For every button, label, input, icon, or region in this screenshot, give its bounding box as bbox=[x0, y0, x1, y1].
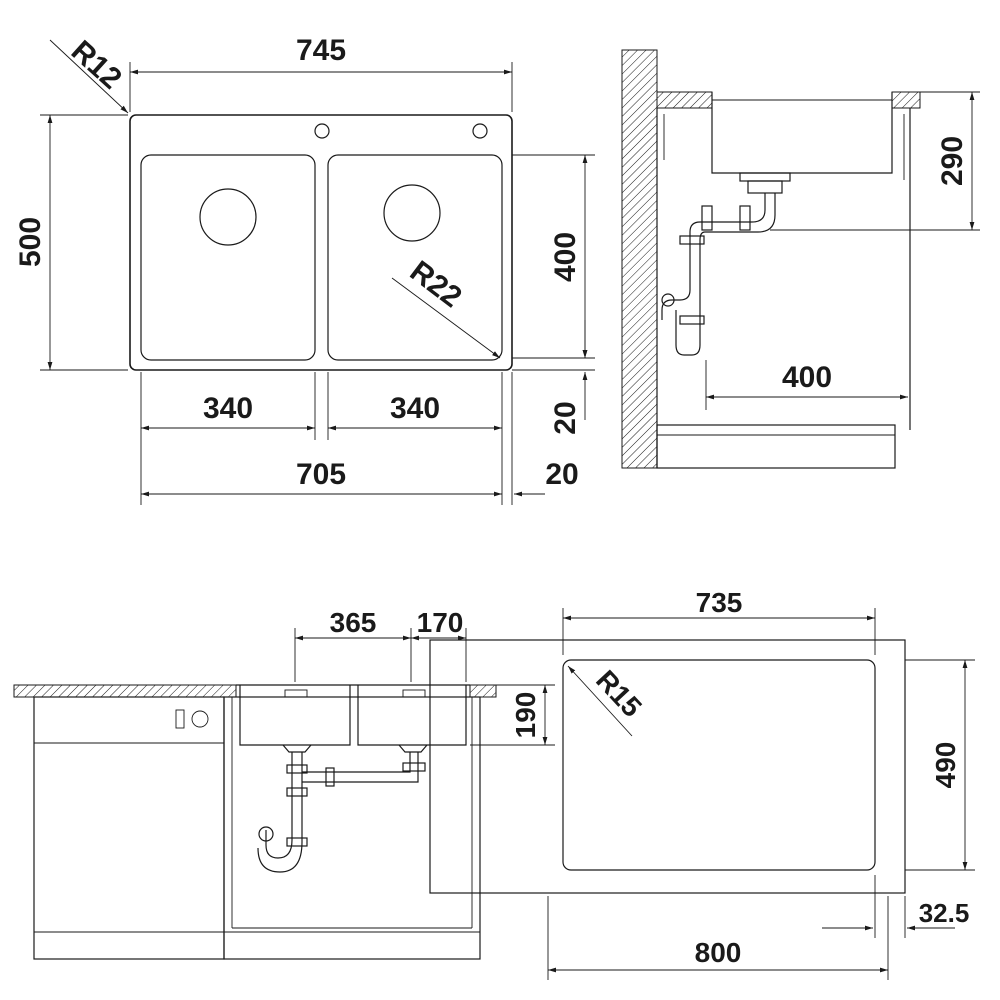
cutout-view: 735 R15 490 800 32.5 bbox=[429, 587, 975, 980]
dim-bowl-corner-radius: R22 bbox=[404, 255, 468, 314]
cabinet-plinth bbox=[656, 424, 896, 469]
wall-hatch bbox=[621, 49, 658, 469]
dim-overall-depth: 500 bbox=[14, 217, 47, 267]
tap-hole-right bbox=[472, 123, 488, 139]
dim-cabinet-width: 800 bbox=[695, 937, 742, 968]
cutout-outline bbox=[429, 639, 906, 894]
right-bowl bbox=[327, 154, 503, 361]
dim-corner-radius: R12 bbox=[65, 34, 128, 95]
dishwasher bbox=[33, 696, 225, 960]
left-bowl bbox=[140, 154, 316, 361]
front-countertop-right bbox=[469, 684, 497, 698]
front-left-bowl bbox=[239, 685, 351, 746]
dim-left-bowl-width: 340 bbox=[203, 392, 253, 425]
left-drain bbox=[199, 188, 257, 246]
side-bowl bbox=[711, 92, 893, 174]
side-view: 290 400 bbox=[621, 49, 980, 469]
dim-front-left-width: 365 bbox=[330, 607, 377, 638]
dim-bowls-total-width: 705 bbox=[296, 458, 346, 491]
dim-overall-width: 745 bbox=[296, 34, 346, 67]
dim-cutout-depth: 490 bbox=[930, 742, 961, 789]
cutout-bowl bbox=[562, 659, 876, 871]
dim-right-bowl-width: 340 bbox=[390, 392, 440, 425]
dim-side-margin: 20 bbox=[545, 458, 578, 491]
dim-front-bowl-height: 190 bbox=[510, 692, 541, 739]
front-drain-pipe bbox=[265, 752, 293, 859]
dim-front-right-width: 170 bbox=[417, 607, 464, 638]
side-drain-pipe bbox=[661, 193, 766, 320]
tap-hole-left bbox=[314, 123, 330, 139]
dim-side-bowl-height: 290 bbox=[936, 136, 969, 186]
dim-edge-offset: 32.5 bbox=[919, 898, 970, 928]
countertop-right bbox=[891, 91, 921, 109]
dim-front-margin: 20 bbox=[549, 401, 582, 434]
sink-outline bbox=[129, 114, 513, 371]
right-drain bbox=[383, 184, 441, 242]
top-view: 745 R12 500 R22 400 340 340 705 20 bbox=[14, 34, 595, 505]
dim-drain-distance: 400 bbox=[782, 361, 832, 394]
front-view: 365 170 190 bbox=[13, 607, 555, 960]
countertop-left bbox=[656, 91, 713, 109]
front-countertop-left bbox=[13, 684, 237, 698]
front-right-bowl bbox=[357, 685, 467, 746]
dim-cutout-corner-radius: R15 bbox=[590, 664, 648, 723]
dim-bowl-depth: 400 bbox=[549, 232, 582, 282]
sink-cabinet bbox=[223, 696, 481, 960]
dim-cutout-width: 735 bbox=[696, 587, 743, 618]
